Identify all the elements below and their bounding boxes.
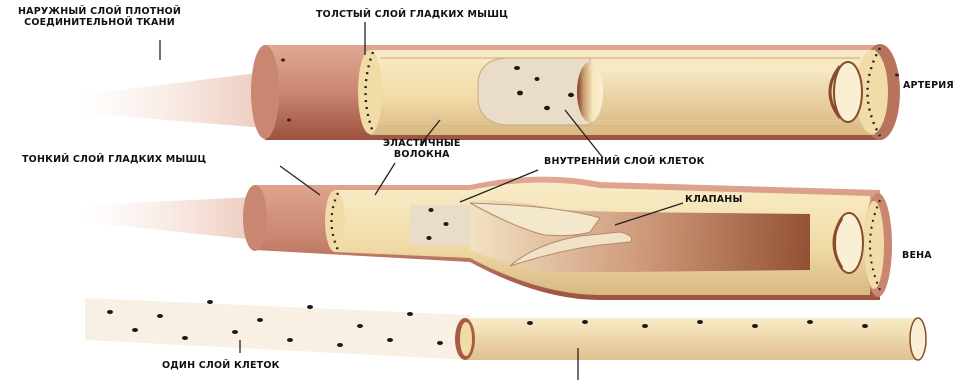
capillary-vessel — [85, 298, 926, 360]
label-valves: КЛАПАНЫ — [685, 194, 743, 205]
label-elastic-fibers-line-1: ЭЛАСТИЧНЫЕ — [383, 138, 461, 149]
label-elastic-fibers: ЭЛАСТИЧНЫЕ ВОЛОКНА — [383, 138, 461, 160]
label-thick-muscle: ТОЛСТЫЙ СЛОЙ ГЛАДКИХ МЫШЦ — [316, 9, 508, 20]
label-outer-layer-line-1: НАРУЖНЫЙ СЛОЙ ПЛОТНОЙ — [18, 6, 181, 17]
artery-vessel — [80, 44, 900, 140]
label-single-layer: ОДИН СЛОЙ КЛЕТОК — [162, 360, 280, 371]
label-vein: ВЕНА — [902, 250, 932, 261]
label-thin-muscle: ТОНКИЙ СЛОЙ ГЛАДКИХ МЫШЦ — [22, 154, 206, 165]
label-artery: АРТЕРИЯ — [903, 80, 954, 91]
vein-vessel — [85, 177, 892, 300]
label-outer-layer-line-2: СОЕДИНИТЕЛЬНОЙ ТКАНИ — [18, 17, 181, 28]
label-outer-layer: НАРУЖНЫЙ СЛОЙ ПЛОТНОЙ СОЕДИНИТЕЛЬНОЙ ТКА… — [18, 6, 181, 28]
label-elastic-fibers-line-2: ВОЛОКНА — [383, 149, 461, 160]
label-inner-layer: ВНУТРЕННИЙ СЛОЙ КЛЕТОК — [544, 156, 705, 167]
